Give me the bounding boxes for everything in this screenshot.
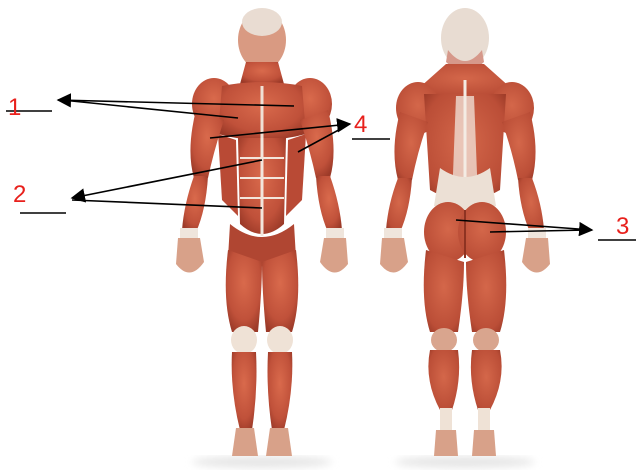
front-right-foot xyxy=(266,428,292,456)
back-right-hand xyxy=(522,238,550,273)
label-4: 4 xyxy=(354,113,367,137)
back-left-calf xyxy=(428,350,459,410)
front-right-hand xyxy=(320,238,348,273)
front-figure xyxy=(176,8,348,456)
front-right-knee xyxy=(267,326,293,354)
label-3: 3 xyxy=(616,215,629,239)
front-left-knee xyxy=(231,326,257,354)
back-left-heel xyxy=(434,430,458,456)
back-right-heel xyxy=(472,430,496,456)
front-left-shin xyxy=(232,352,257,430)
back-right-calf xyxy=(471,350,502,410)
back-left-hand xyxy=(380,238,408,273)
back-right-forearm xyxy=(518,178,544,232)
back-left-forearm xyxy=(386,178,412,232)
back-right-upper-arm xyxy=(502,112,536,180)
back-figure-shadow xyxy=(395,456,535,468)
front-right-thigh xyxy=(262,250,298,332)
front-left-thigh xyxy=(226,250,262,332)
front-figure-shadow xyxy=(192,456,332,468)
label-1: 1 xyxy=(8,96,21,120)
front-left-hand xyxy=(176,238,204,273)
front-left-foot xyxy=(232,428,258,456)
back-right-thigh xyxy=(466,250,506,332)
label-2: 2 xyxy=(13,183,26,207)
front-neck xyxy=(240,62,284,84)
back-left-upper-arm xyxy=(394,112,428,180)
front-right-forearm xyxy=(316,176,342,232)
front-right-shin xyxy=(268,352,293,430)
back-left-thigh xyxy=(424,250,464,332)
